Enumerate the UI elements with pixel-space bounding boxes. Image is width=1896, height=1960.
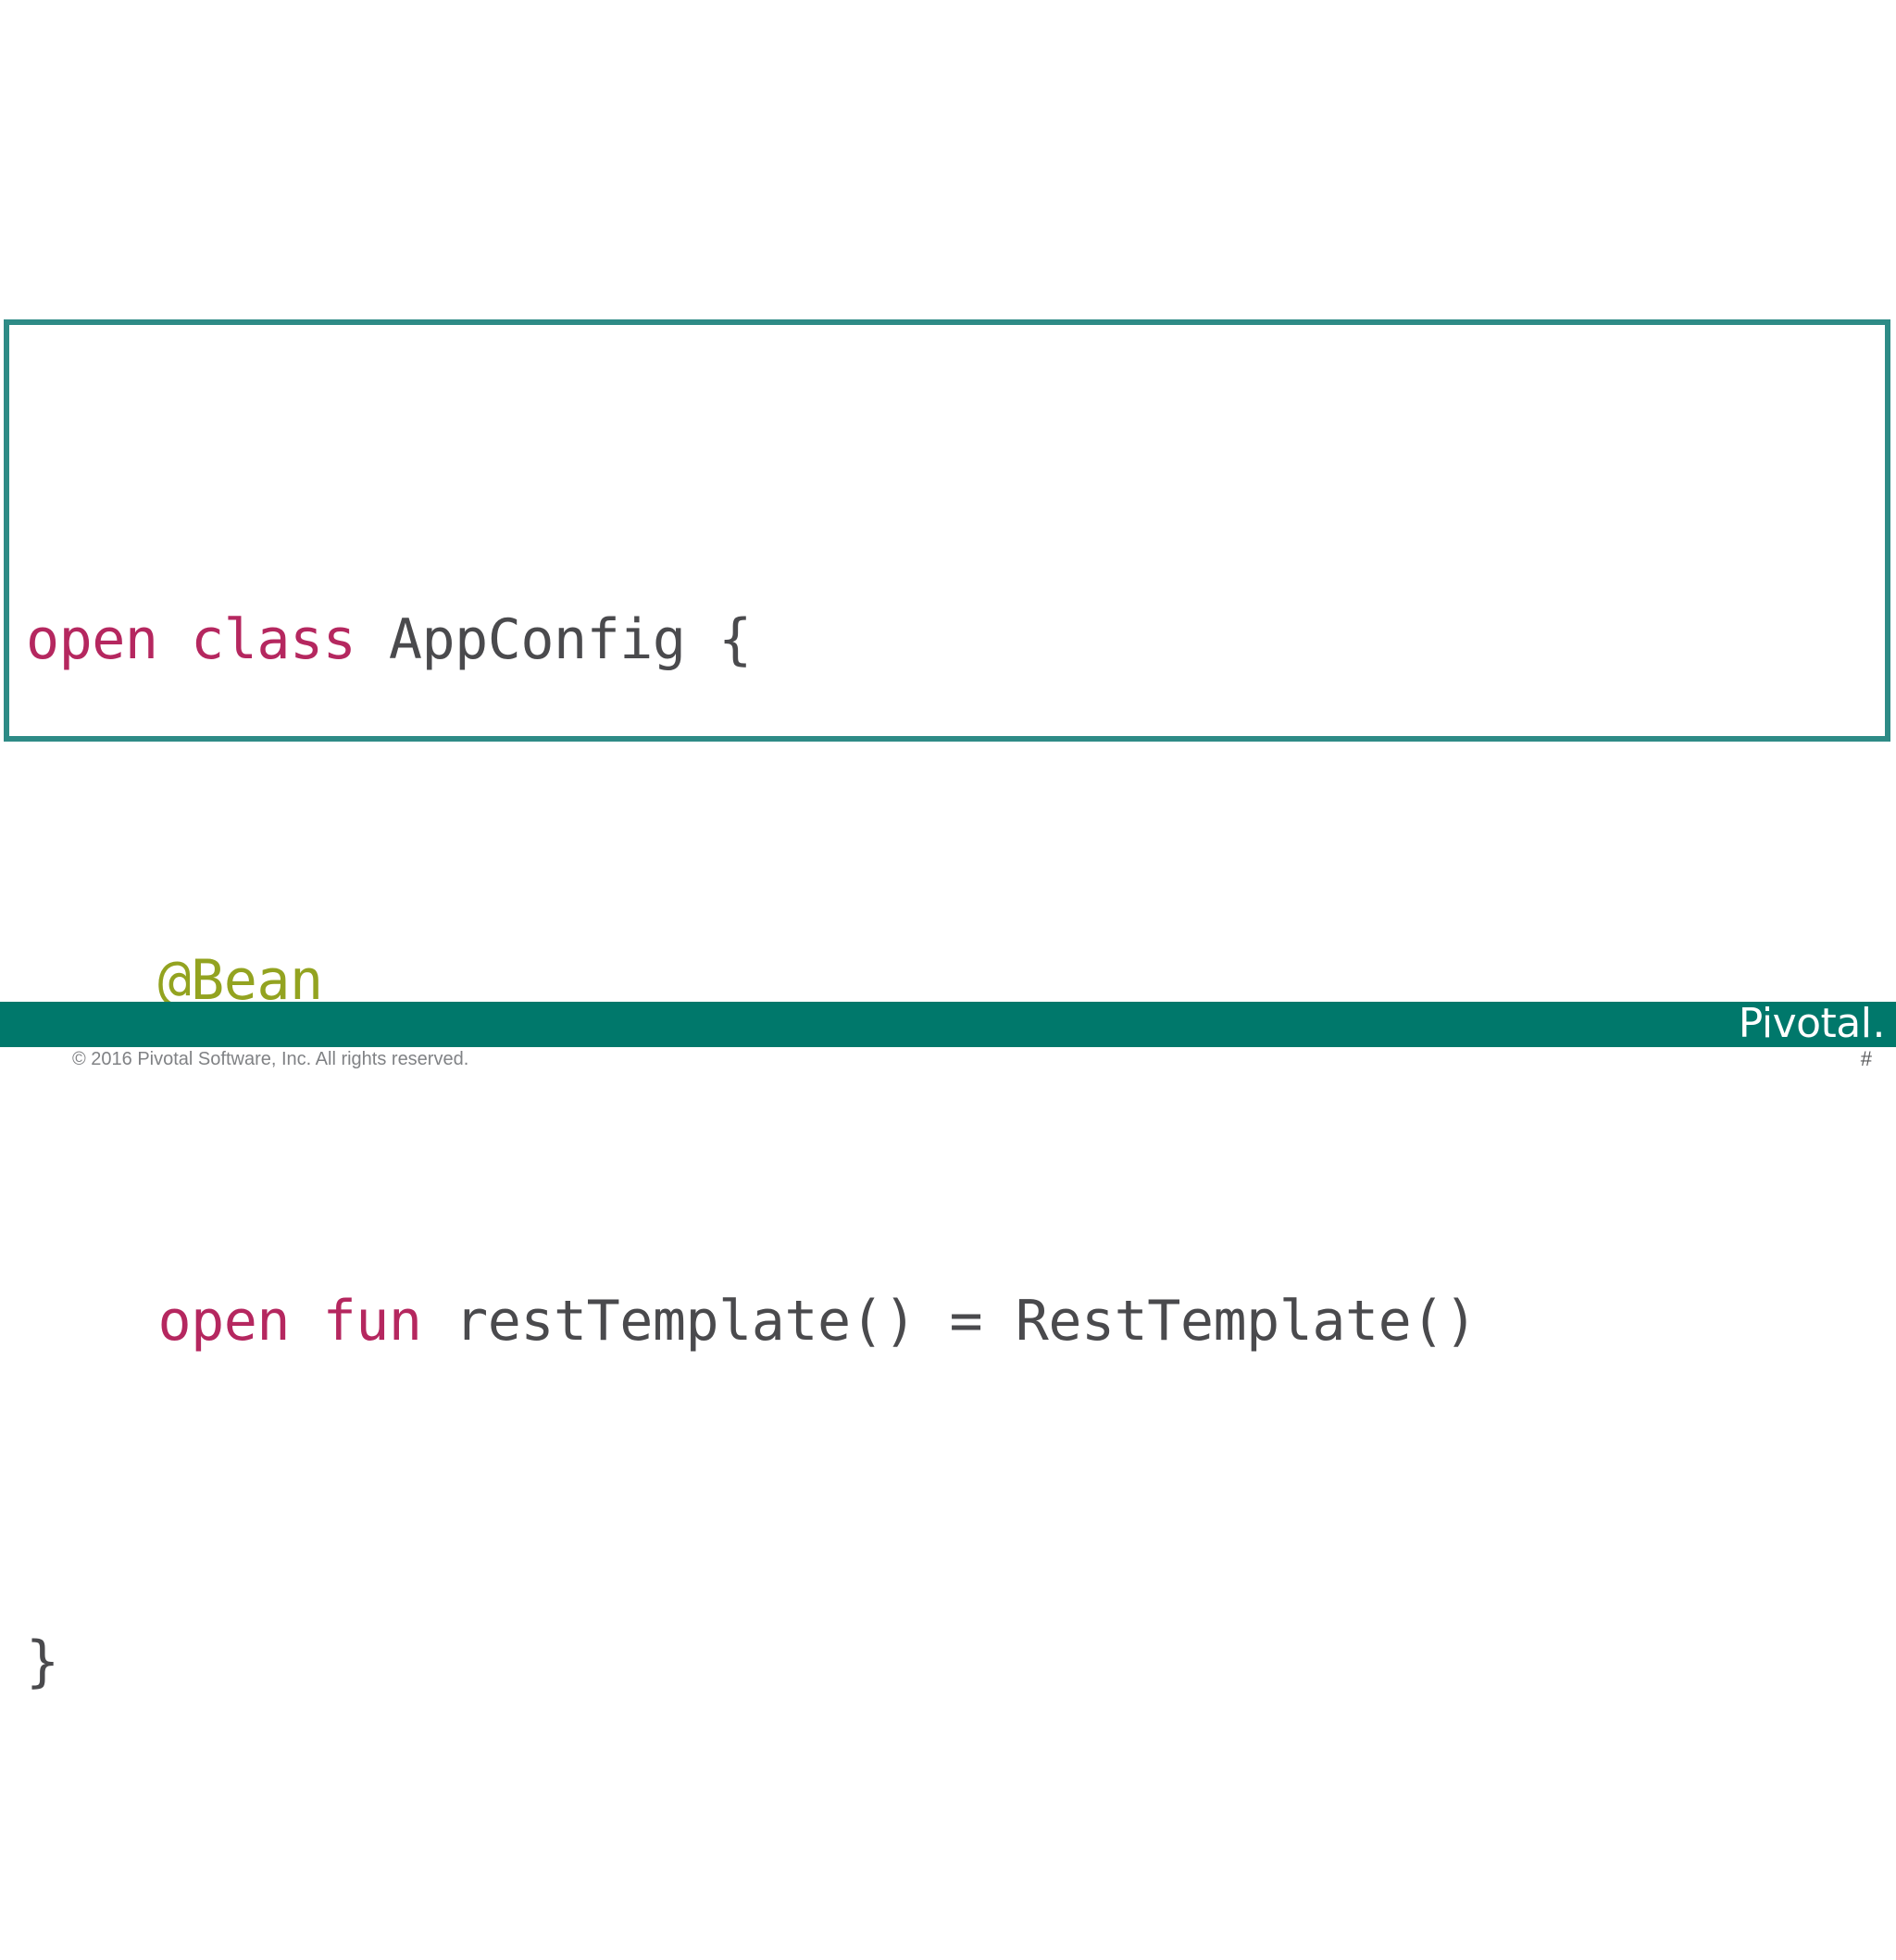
code-token-identifier-resttemplate-fn: restTemplate() [455, 1289, 917, 1354]
code-token-close-brace: } [26, 1629, 59, 1694]
code-token-keyword-open-2: open [157, 1289, 291, 1354]
code-block: open class AppConfig { @Bean open fun re… [4, 319, 1890, 1694]
code-token-keyword-fun: fun [322, 1289, 422, 1354]
code-line-3: open fun restTemplate() = RestTemplate() [26, 1279, 1885, 1364]
code-token-keyword-open: open [26, 607, 158, 672]
code-line-1: open class AppConfig { [26, 597, 1885, 682]
code-space [917, 1289, 950, 1354]
code-space [685, 607, 718, 672]
code-space [158, 607, 192, 672]
copyright-text: © 2016 Pivotal Software, Inc. All rights… [72, 1049, 469, 1069]
code-lines: open class AppConfig { @Bean open fun re… [26, 342, 1885, 1960]
code-token-equals: = [949, 1289, 983, 1354]
code-token-open-brace: { [718, 607, 752, 672]
pivotal-logo-dot: . [1872, 1000, 1886, 1047]
footer-bar [0, 1002, 1896, 1047]
code-token-identifier-resttemplate-ctor: RestTemplate() [1015, 1289, 1478, 1354]
code-token-keyword-class: class [191, 607, 356, 672]
pivotal-logo-text: Pivotal [1738, 1000, 1872, 1047]
pivotal-logo: Pivotal. [1738, 1000, 1886, 1047]
code-space [982, 1289, 1016, 1354]
code-token-identifier-appconfig: AppConfig [388, 607, 686, 672]
code-space [356, 607, 389, 672]
code-space [290, 1289, 323, 1354]
page-number: # [1860, 1047, 1872, 1070]
code-line-4: } [26, 1619, 1885, 1704]
code-indent [26, 1289, 158, 1354]
slide-canvas: open class AppConfig { @Bean open fun re… [0, 319, 1896, 1694]
code-space [422, 1289, 455, 1354]
